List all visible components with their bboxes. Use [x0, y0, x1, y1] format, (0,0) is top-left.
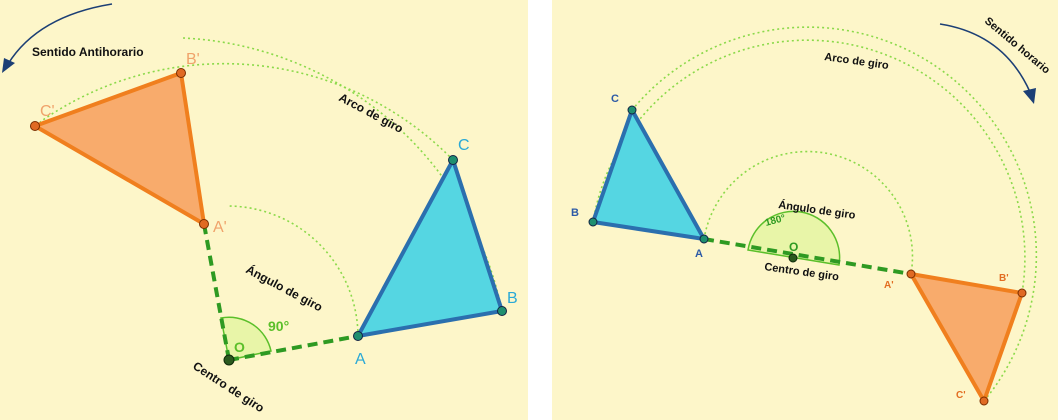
right-image-triangle — [909, 272, 1024, 403]
right-vertex-B-img-point — [1017, 288, 1027, 298]
left-vertex-C-point — [448, 155, 458, 165]
left-vertex-C-img-label: C' — [40, 103, 55, 120]
right-center-point — [788, 253, 798, 263]
left-arc-C — [39, 62, 454, 161]
right-segment-AA-img — [703, 237, 912, 276]
left-vertex-A-point — [353, 331, 363, 341]
left-original-triangle — [356, 158, 504, 338]
right-vertex-C-point — [627, 105, 637, 115]
left-vertex-A-img-label: A' — [213, 219, 227, 236]
right-arc-C — [631, 26, 1038, 402]
left-vertex-B-label: B — [507, 290, 518, 307]
left-image-triangle — [33, 71, 206, 226]
right-direction-arrow — [939, 23, 1031, 93]
right-vertex-B-img-label: B' — [999, 273, 1009, 284]
right-vertex-A-point — [699, 234, 709, 244]
right-vertex-C-img-label: C' — [956, 390, 966, 401]
right-vertex-C-label: C — [611, 93, 619, 105]
left-arc-A — [227, 205, 359, 337]
left-vertex-B-point — [497, 306, 507, 316]
left-segment-OA-img — [202, 223, 231, 361]
right-vertex-C-img-point — [979, 396, 989, 406]
left-vertex-C-label: C — [458, 137, 470, 154]
right-vertex-A-label: A — [695, 248, 703, 260]
left-center-point-label: O — [234, 339, 245, 355]
right-vertex-A-img-label: A' — [884, 280, 894, 291]
right-arc-A — [703, 150, 914, 275]
right-vertex-B-label: B — [571, 207, 579, 219]
right-vertex-A-img-point — [906, 269, 916, 279]
right-center-point-label: O — [789, 240, 798, 254]
left-rotation-diagram: Sentido Antihorario Arco de giro Ángulo … — [0, 0, 528, 420]
left-vertex-B-img-point — [176, 68, 186, 78]
left-center-point — [223, 354, 235, 366]
right-original-triangle — [591, 108, 706, 241]
right-direction-arrowhead — [1023, 88, 1036, 104]
left-direction-arrowhead — [2, 58, 15, 73]
right-rotation-diagram: Sentido horario Arco de giro Ángulo de g… — [552, 0, 1058, 420]
left-direction-label: Sentido Antihorario — [32, 45, 144, 59]
left-angle-sector — [220, 316, 272, 361]
left-vertex-A-label: A — [355, 351, 366, 368]
left-vertex-B-img-label: B' — [186, 51, 200, 68]
left-angle-value: 90° — [268, 318, 289, 334]
left-direction-arrow — [7, 3, 113, 65]
left-vertex-A-img-point — [199, 219, 209, 229]
right-angle-value: 180° — [764, 213, 787, 229]
right-vertex-B-point — [588, 217, 598, 227]
left-vertex-C-img-point — [30, 121, 40, 131]
left-segment-OA — [228, 334, 359, 362]
